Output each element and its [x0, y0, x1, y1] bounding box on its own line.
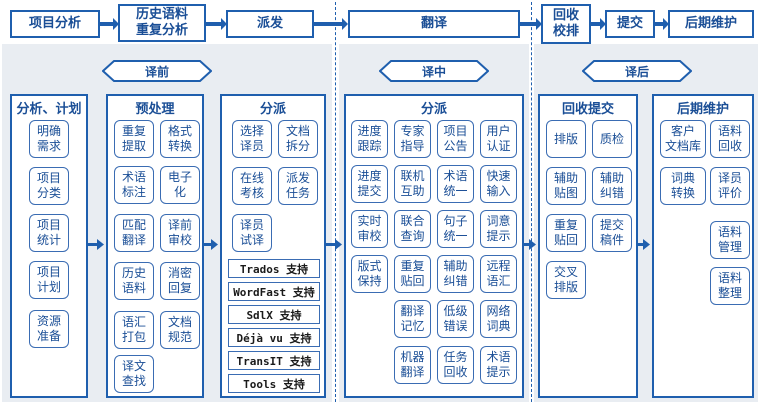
cell-preprocess-10: 文档 规范 — [160, 311, 200, 349]
cell-preprocess-5: 匹配 翻译 — [114, 214, 154, 252]
cell-recover-4: 辅助 纠错 — [592, 167, 632, 205]
cell-analysis-4: 项目 计划 — [29, 261, 69, 299]
separator-mid-post — [531, 2, 532, 402]
tool-support-tools: Tools 支持 — [228, 374, 320, 393]
column-title-maintenance: 后期维护 — [676, 102, 729, 117]
top-step-project-analysis: 项目分析 — [10, 10, 100, 38]
cell-preprocess-7: 历史 语料 — [114, 262, 154, 300]
cell-maintain-4: 译员 评价 — [710, 167, 750, 205]
cell-dispatch-2: 文档 拆分 — [278, 120, 318, 158]
cell-translate-1: 进度 跟踪 — [351, 120, 388, 158]
cell-translate-12: 词意 提示 — [480, 210, 517, 248]
cell-translate-16: 远程 语汇 — [480, 255, 517, 293]
tool-support-trados: Trados 支持 — [228, 259, 320, 278]
column-title-translate: 分派 — [420, 102, 447, 117]
column-maintenance: 后期维护 客户 文档库 语料 回收 词典 转换 译员 评价 语料 管理 语料 整… — [652, 94, 754, 398]
cell-analysis-1: 明确 需求 — [29, 120, 69, 158]
column-translate: 分派 进度 跟踪 专家 指导 项目 公告 用户 认证 进度 提交 联机 互助 术… — [344, 94, 524, 398]
tool-support-dejavu: Déjà vu 支持 — [228, 328, 320, 347]
cell-preprocess-3: 术语 标注 — [114, 166, 154, 204]
cell-dispatch-4: 派发 任务 — [278, 167, 318, 205]
cell-translate-4: 用户 认证 — [480, 120, 517, 158]
column-title-analysis: 分析、计划 — [16, 102, 82, 117]
tool-support-transit: TransIT 支持 — [228, 351, 320, 370]
cell-translate-21: 任务 回收 — [437, 346, 474, 384]
cell-translate-10: 联合 查询 — [394, 210, 431, 248]
cell-maintain-3: 词典 转换 — [660, 167, 706, 205]
cell-dispatch-5: 译员 试译 — [232, 214, 272, 252]
separator-pre-mid — [335, 2, 336, 402]
column-dispatch: 分派 选择 译员 文档 拆分 在线 考核 派发 任务 译员 试译 Trados … — [220, 94, 326, 398]
tool-support-sdlx: SdlX 支持 — [228, 305, 320, 324]
cell-translate-9: 实时 审校 — [351, 210, 388, 248]
cell-analysis-5: 资源 准备 — [29, 310, 69, 348]
cell-translate-17: 翻译 记忆 — [394, 300, 431, 338]
cell-maintain-5: 语料 管理 — [710, 221, 750, 259]
column-title-recover-submit: 回收提交 — [561, 102, 614, 117]
column-preprocess: 预处理 重复 提取 格式 转换 术语 标注 电子 化 匹配 翻译 译前 审校 历… — [106, 94, 204, 398]
cell-maintain-6: 语料 整理 — [710, 267, 750, 305]
cell-maintain-2: 语料 回收 — [710, 120, 750, 158]
column-recover-submit: 回收提交 排版 质检 辅助 贴图 辅助 纠错 重复 贴回 提交 稿件 交叉 排版 — [538, 94, 638, 398]
top-step-maintenance: 后期维护 — [668, 10, 754, 38]
cell-preprocess-11: 译文 查找 — [114, 355, 154, 393]
cell-dispatch-3: 在线 考核 — [232, 167, 272, 205]
cell-maintain-1: 客户 文档库 — [660, 120, 706, 158]
cell-recover-3: 辅助 贴图 — [546, 167, 586, 205]
top-step-dispatch: 派发 — [226, 10, 314, 38]
phase-label-pre: 译前 — [102, 60, 212, 82]
phase-label-post: 译后 — [582, 60, 692, 82]
cell-translate-11: 句子 统一 — [437, 210, 474, 248]
cell-analysis-3: 项目 统计 — [29, 214, 69, 252]
cell-translate-14: 重复 贴回 — [394, 255, 431, 293]
cell-preprocess-1: 重复 提取 — [114, 120, 154, 158]
column-analysis: 分析、计划 明确 需求 项目 分类 项目 统计 项目 计划 资源 准备 — [10, 94, 88, 398]
cell-translate-20: 机器 翻译 — [394, 346, 431, 384]
cell-analysis-2: 项目 分类 — [29, 167, 69, 205]
flow-arrows — [88, 239, 650, 250]
cell-preprocess-9: 语汇 打包 — [114, 311, 154, 349]
cell-recover-7: 交叉 排版 — [546, 261, 586, 299]
column-title-dispatch: 分派 — [259, 102, 286, 117]
top-step-translate: 翻译 — [348, 10, 520, 38]
cell-recover-1: 排版 — [546, 120, 586, 158]
top-step-submit: 提交 — [605, 10, 655, 38]
cell-translate-3: 项目 公告 — [437, 120, 474, 158]
cell-dispatch-1: 选择 译员 — [232, 120, 272, 158]
cell-translate-2: 专家 指导 — [394, 120, 431, 158]
cell-recover-6: 提交 稿件 — [592, 214, 632, 252]
cell-translate-22: 术语 提示 — [480, 346, 517, 384]
cell-translate-18: 低级 错误 — [437, 300, 474, 338]
tool-support-wordfast: WordFast 支持 — [228, 282, 320, 301]
cell-preprocess-4: 电子 化 — [160, 166, 200, 204]
cell-translate-13: 版式 保持 — [351, 255, 388, 293]
cell-translate-5: 进度 提交 — [351, 165, 388, 203]
cell-recover-2: 质检 — [592, 120, 632, 158]
cell-preprocess-6: 译前 审校 — [160, 214, 200, 252]
column-title-preprocess: 预处理 — [135, 102, 175, 117]
cell-recover-5: 重复 贴回 — [546, 214, 586, 252]
cell-translate-15: 辅助 纠错 — [437, 255, 474, 293]
cell-translate-8: 快速 输入 — [480, 165, 517, 203]
cell-preprocess-8: 消密 回复 — [160, 262, 200, 300]
top-arrows — [100, 18, 669, 30]
top-step-history-repeat-analysis: 历史语料 重复分析 — [118, 4, 206, 42]
cell-translate-7: 术语 统一 — [437, 165, 474, 203]
cell-translate-19: 网络 词典 — [480, 300, 517, 338]
cell-translate-6: 联机 互助 — [394, 165, 431, 203]
phase-label-mid: 译中 — [379, 60, 489, 82]
cell-preprocess-2: 格式 转换 — [160, 120, 200, 158]
